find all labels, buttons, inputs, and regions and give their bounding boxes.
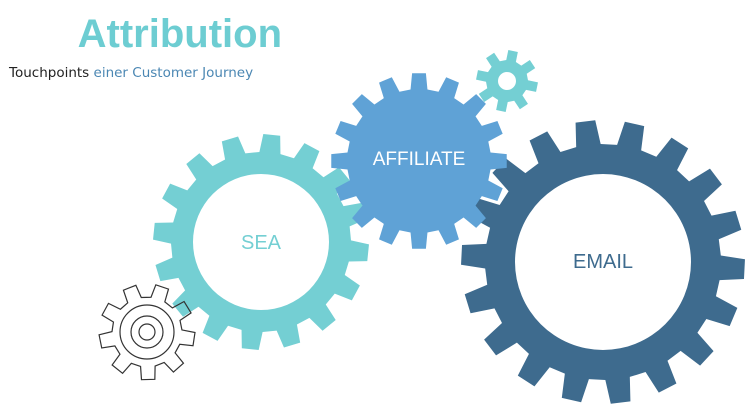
outline-gear-shape <box>98 284 196 381</box>
affiliate-gear: AFFILIATE <box>331 73 507 249</box>
email-gear-shape <box>461 120 745 404</box>
sea-gear: SEA <box>153 134 369 350</box>
email-gear-label: EMAIL <box>573 251 633 273</box>
page-title: Attribution <box>77 12 282 56</box>
outline-gear-center <box>138 323 156 341</box>
sea-gear-label: SEA <box>241 232 282 254</box>
subtitle-part-1: Touchpoints <box>9 65 94 81</box>
outline-gear-inner-ring <box>130 315 164 349</box>
small-gear-shape <box>476 50 538 112</box>
subtitle-part-2: einer Customer Journey <box>93 65 254 81</box>
email-gear: EMAIL <box>461 120 745 404</box>
sea-gear-shape <box>153 134 369 350</box>
page-subtitle: Touchpoints einer Customer Journey <box>9 64 253 82</box>
affiliate-gear-label: AFFILIATE <box>373 149 466 170</box>
outline-gear-icon <box>98 284 196 381</box>
outline-gear-ring <box>119 304 175 360</box>
affiliate-gear-shape <box>331 73 507 249</box>
small-gear-icon <box>476 50 538 112</box>
